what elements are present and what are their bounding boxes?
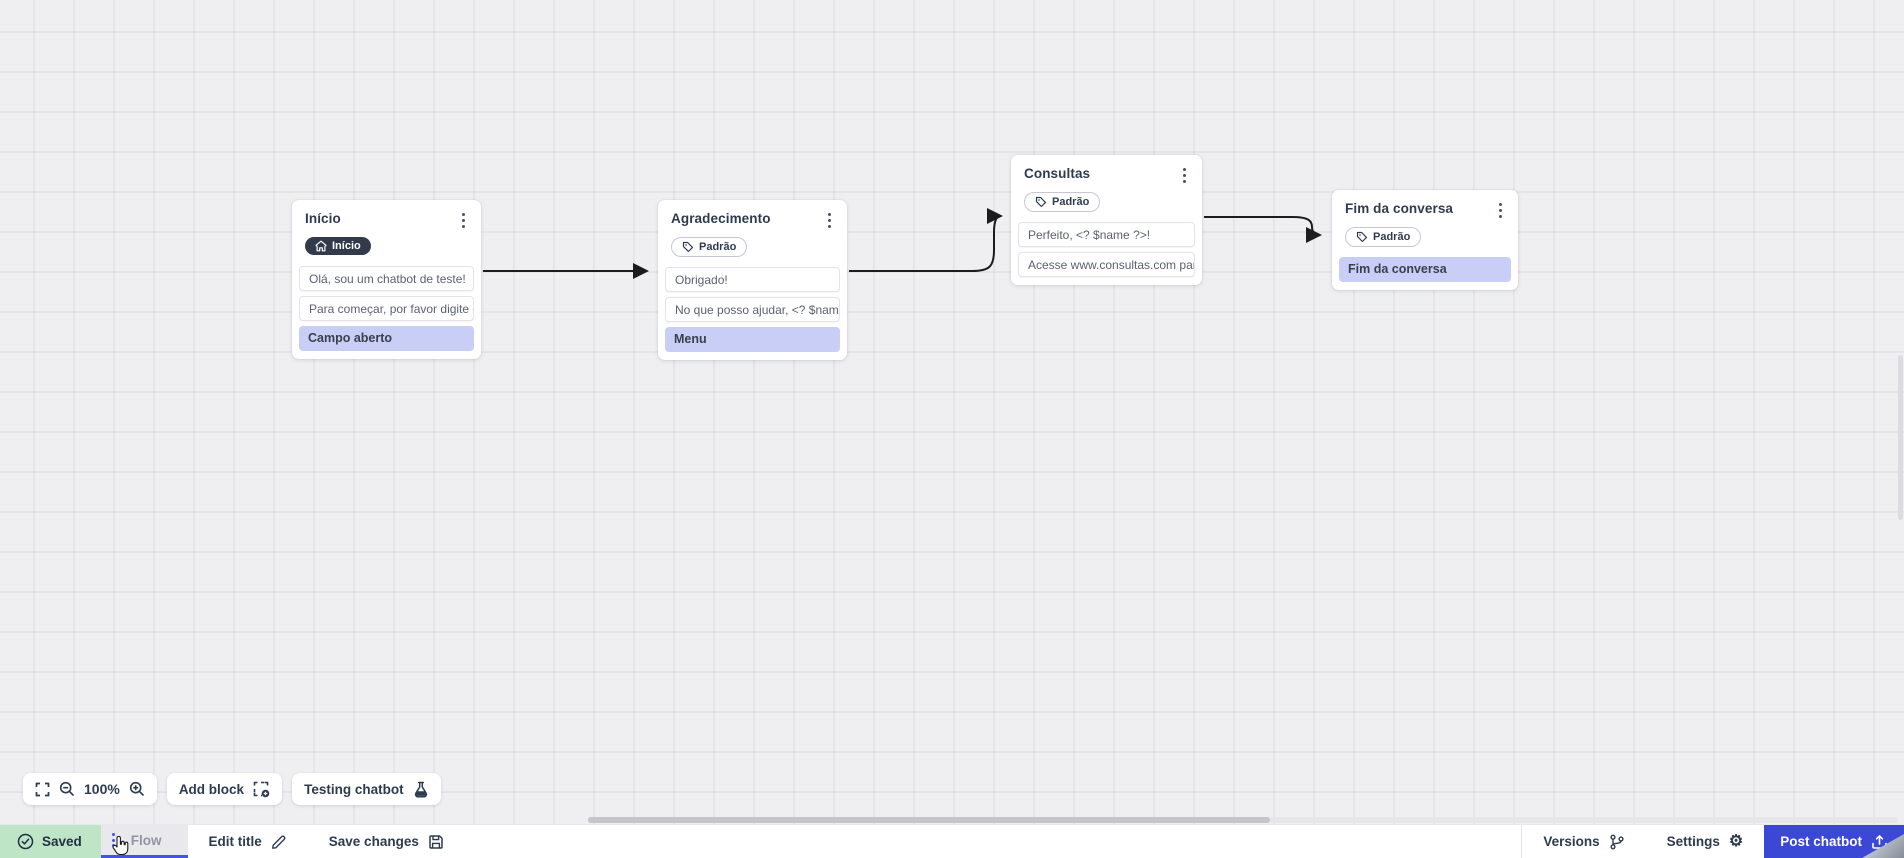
badge-row: Início xyxy=(298,230,475,266)
tab-flow[interactable]: Flow xyxy=(100,825,188,858)
message-bubble[interactable]: Acesse www.consultas.com par... xyxy=(1018,252,1195,277)
vertical-scrollbar-thumb[interactable] xyxy=(1898,355,1903,520)
zoom-controls: 100% xyxy=(23,773,157,805)
pencil-icon xyxy=(271,835,286,849)
kebab-menu-icon[interactable] xyxy=(459,211,468,230)
save-icon xyxy=(429,834,443,849)
node-header: Início xyxy=(298,211,475,230)
tag-icon xyxy=(1356,231,1368,243)
add-block-label: Add block xyxy=(178,781,245,797)
zoom-out-icon[interactable] xyxy=(59,781,75,797)
tag-icon xyxy=(1035,196,1047,208)
flask-icon xyxy=(414,781,427,798)
footer-spacer xyxy=(465,825,1522,858)
node-title: Fim da conversa xyxy=(1345,201,1454,216)
versions-button[interactable]: Versions xyxy=(1522,825,1645,858)
default-badge: Padrão xyxy=(1345,227,1422,247)
node-agradecimento[interactable]: Agradecimento Padrão Obrigado! No que po… xyxy=(658,200,847,360)
badge-label: Padrão xyxy=(699,240,737,253)
default-badge: Padrão xyxy=(1024,192,1101,212)
message-bubble[interactable]: Obrigado! xyxy=(665,267,840,292)
badge-label: Padrão xyxy=(1052,195,1090,208)
versions-label: Versions xyxy=(1543,834,1600,849)
badge-row: Padrão xyxy=(1017,185,1196,222)
post-chatbot-label: Post chatbot xyxy=(1780,834,1862,849)
fit-screen-icon[interactable] xyxy=(35,782,50,797)
badge-label: Início xyxy=(332,239,361,252)
badge-row: Padrão xyxy=(664,230,841,267)
node-title: Agradecimento xyxy=(671,211,771,226)
node-fim-da-conversa[interactable]: Fim da conversa Padrão Fim da conversa xyxy=(1332,190,1518,290)
gear-icon: ⚙ xyxy=(1728,832,1744,850)
canvas-toolbar: 100% Add block Testing chatbot xyxy=(23,773,441,805)
message-bubble[interactable]: Olá, sou um chatbot de teste! xyxy=(299,266,474,291)
branch-icon xyxy=(1610,834,1624,849)
testing-chatbot-button[interactable]: Testing chatbot xyxy=(292,773,441,805)
home-icon xyxy=(315,240,327,252)
node-title: Consultas xyxy=(1024,166,1091,181)
message-bubble[interactable]: No que posso ajudar, <? $name ... xyxy=(665,297,840,322)
badge-label: Padrão xyxy=(1373,230,1411,243)
saved-status: Saved xyxy=(0,825,101,858)
connector-consultas-fim xyxy=(1204,216,1322,243)
tag-icon xyxy=(682,241,694,253)
check-circle-icon xyxy=(17,833,34,850)
horizontal-scrollbar-thumb[interactable] xyxy=(588,817,1270,823)
add-block-icon xyxy=(253,781,270,797)
footer-right-group: Versions Settings ⚙ Post chatbot xyxy=(1521,825,1904,858)
input-block[interactable]: Campo aberto xyxy=(299,326,474,351)
message-bubble[interactable]: Perfeito, <? $name ?>! xyxy=(1018,222,1195,247)
zoom-in-icon[interactable] xyxy=(129,781,145,797)
post-chatbot-button[interactable]: Post chatbot xyxy=(1764,825,1904,858)
node-header: Agradecimento xyxy=(664,211,841,230)
edit-title-button[interactable]: Edit title xyxy=(188,825,308,858)
flow-tab-label: Flow xyxy=(130,832,162,848)
default-badge: Padrão xyxy=(671,237,748,257)
node-header: Consultas xyxy=(1017,166,1196,185)
edit-title-label: Edit title xyxy=(208,834,262,849)
add-block-button[interactable]: Add block xyxy=(166,773,283,805)
flow-kebab-icon[interactable] xyxy=(109,830,118,850)
save-changes-button[interactable]: Save changes xyxy=(308,825,465,858)
end-block[interactable]: Fim da conversa xyxy=(1339,257,1511,282)
badge-row: Padrão xyxy=(1338,220,1512,257)
horizontal-scrollbar-track[interactable] xyxy=(588,817,1898,823)
node-inicio[interactable]: Início Início Olá, sou um chatbot de tes… xyxy=(292,200,481,359)
saved-label: Saved xyxy=(42,834,82,849)
testing-chatbot-label: Testing chatbot xyxy=(304,781,404,797)
start-badge: Início xyxy=(305,237,371,255)
settings-label: Settings xyxy=(1666,834,1720,849)
footer-bar: Saved Flow Edit title Save changes Versi… xyxy=(0,824,1904,858)
publish-icon xyxy=(1872,834,1887,849)
kebab-menu-icon[interactable] xyxy=(1180,166,1189,185)
menu-block[interactable]: Menu xyxy=(665,327,840,352)
save-changes-label: Save changes xyxy=(328,834,419,849)
zoom-level: 100% xyxy=(84,781,120,797)
settings-button[interactable]: Settings ⚙ xyxy=(1646,825,1765,858)
node-consultas[interactable]: Consultas Padrão Perfeito, <? $name ?>! … xyxy=(1011,155,1202,285)
kebab-menu-icon[interactable] xyxy=(825,211,834,230)
node-header: Fim da conversa xyxy=(1338,201,1512,220)
kebab-menu-icon[interactable] xyxy=(1496,201,1505,220)
node-title: Início xyxy=(305,211,341,226)
message-bubble[interactable]: Para começar, por favor digite o ... xyxy=(299,296,474,321)
connector-agradecimento-consultas xyxy=(849,208,1003,272)
